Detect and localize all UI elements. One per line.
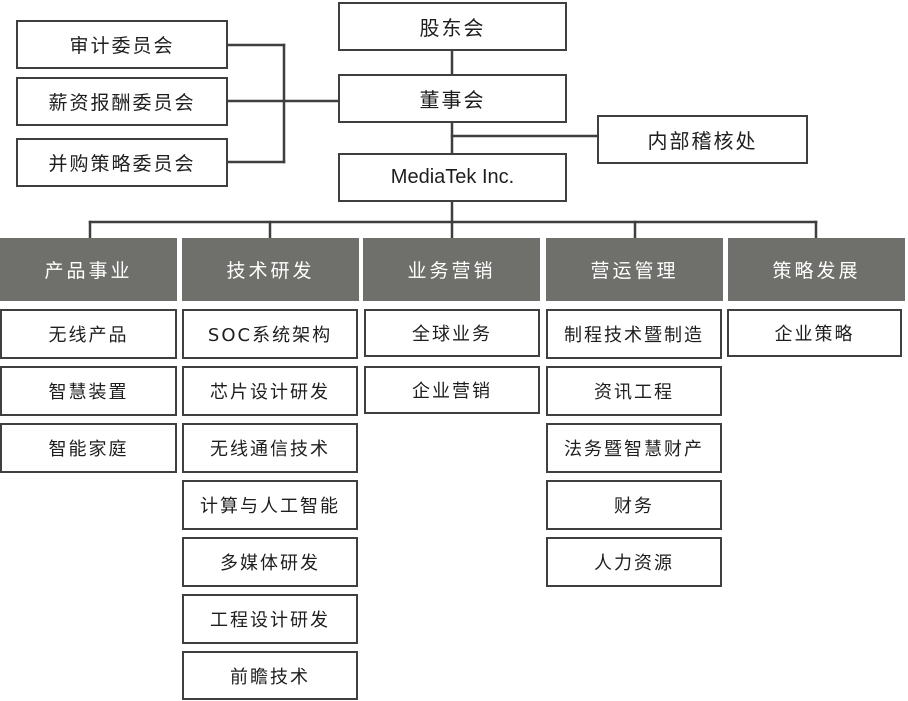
shareholders-box: 股东会 — [338, 2, 567, 51]
audit-office-box: 内部稽核处 — [597, 115, 808, 164]
unit-box: 法务暨智慧财产 — [546, 423, 722, 473]
unit-box: 智能家庭 — [0, 423, 177, 473]
unit-box: 无线产品 — [0, 309, 177, 359]
company-box: MediaTek Inc. — [338, 153, 567, 202]
department-header-sales: 业务营销 — [363, 238, 540, 301]
department-header-rd: 技术研发 — [182, 238, 359, 301]
unit-box: 企业营销 — [364, 366, 540, 414]
department-header-strategy: 策略发展 — [728, 238, 905, 301]
unit-box: 工程设计研发 — [182, 594, 358, 644]
unit-box: 全球业务 — [364, 309, 540, 357]
unit-box: 多媒体研发 — [182, 537, 358, 587]
unit-box: 企业策略 — [727, 309, 902, 357]
unit-box: 芯片设计研发 — [182, 366, 358, 416]
committee-audit-box: 审计委员会 — [16, 20, 228, 69]
committee-ma-box: 并购策略委员会 — [16, 138, 228, 187]
unit-box: 智慧装置 — [0, 366, 177, 416]
unit-box: 财务 — [546, 480, 722, 530]
board-box: 董事会 — [338, 74, 567, 123]
unit-box: SOC系统架构 — [182, 309, 358, 359]
department-header-product: 产品事业 — [0, 238, 177, 301]
department-header-operations: 营运管理 — [546, 238, 723, 301]
unit-box: 人力资源 — [546, 537, 722, 587]
unit-box: 资讯工程 — [546, 366, 722, 416]
unit-box: 前瞻技术 — [182, 651, 358, 700]
unit-box: 计算与人工智能 — [182, 480, 358, 530]
committee-compensation-box: 薪资报酬委员会 — [16, 77, 228, 126]
unit-box: 制程技术暨制造 — [546, 309, 722, 359]
unit-box: 无线通信技术 — [182, 423, 358, 473]
